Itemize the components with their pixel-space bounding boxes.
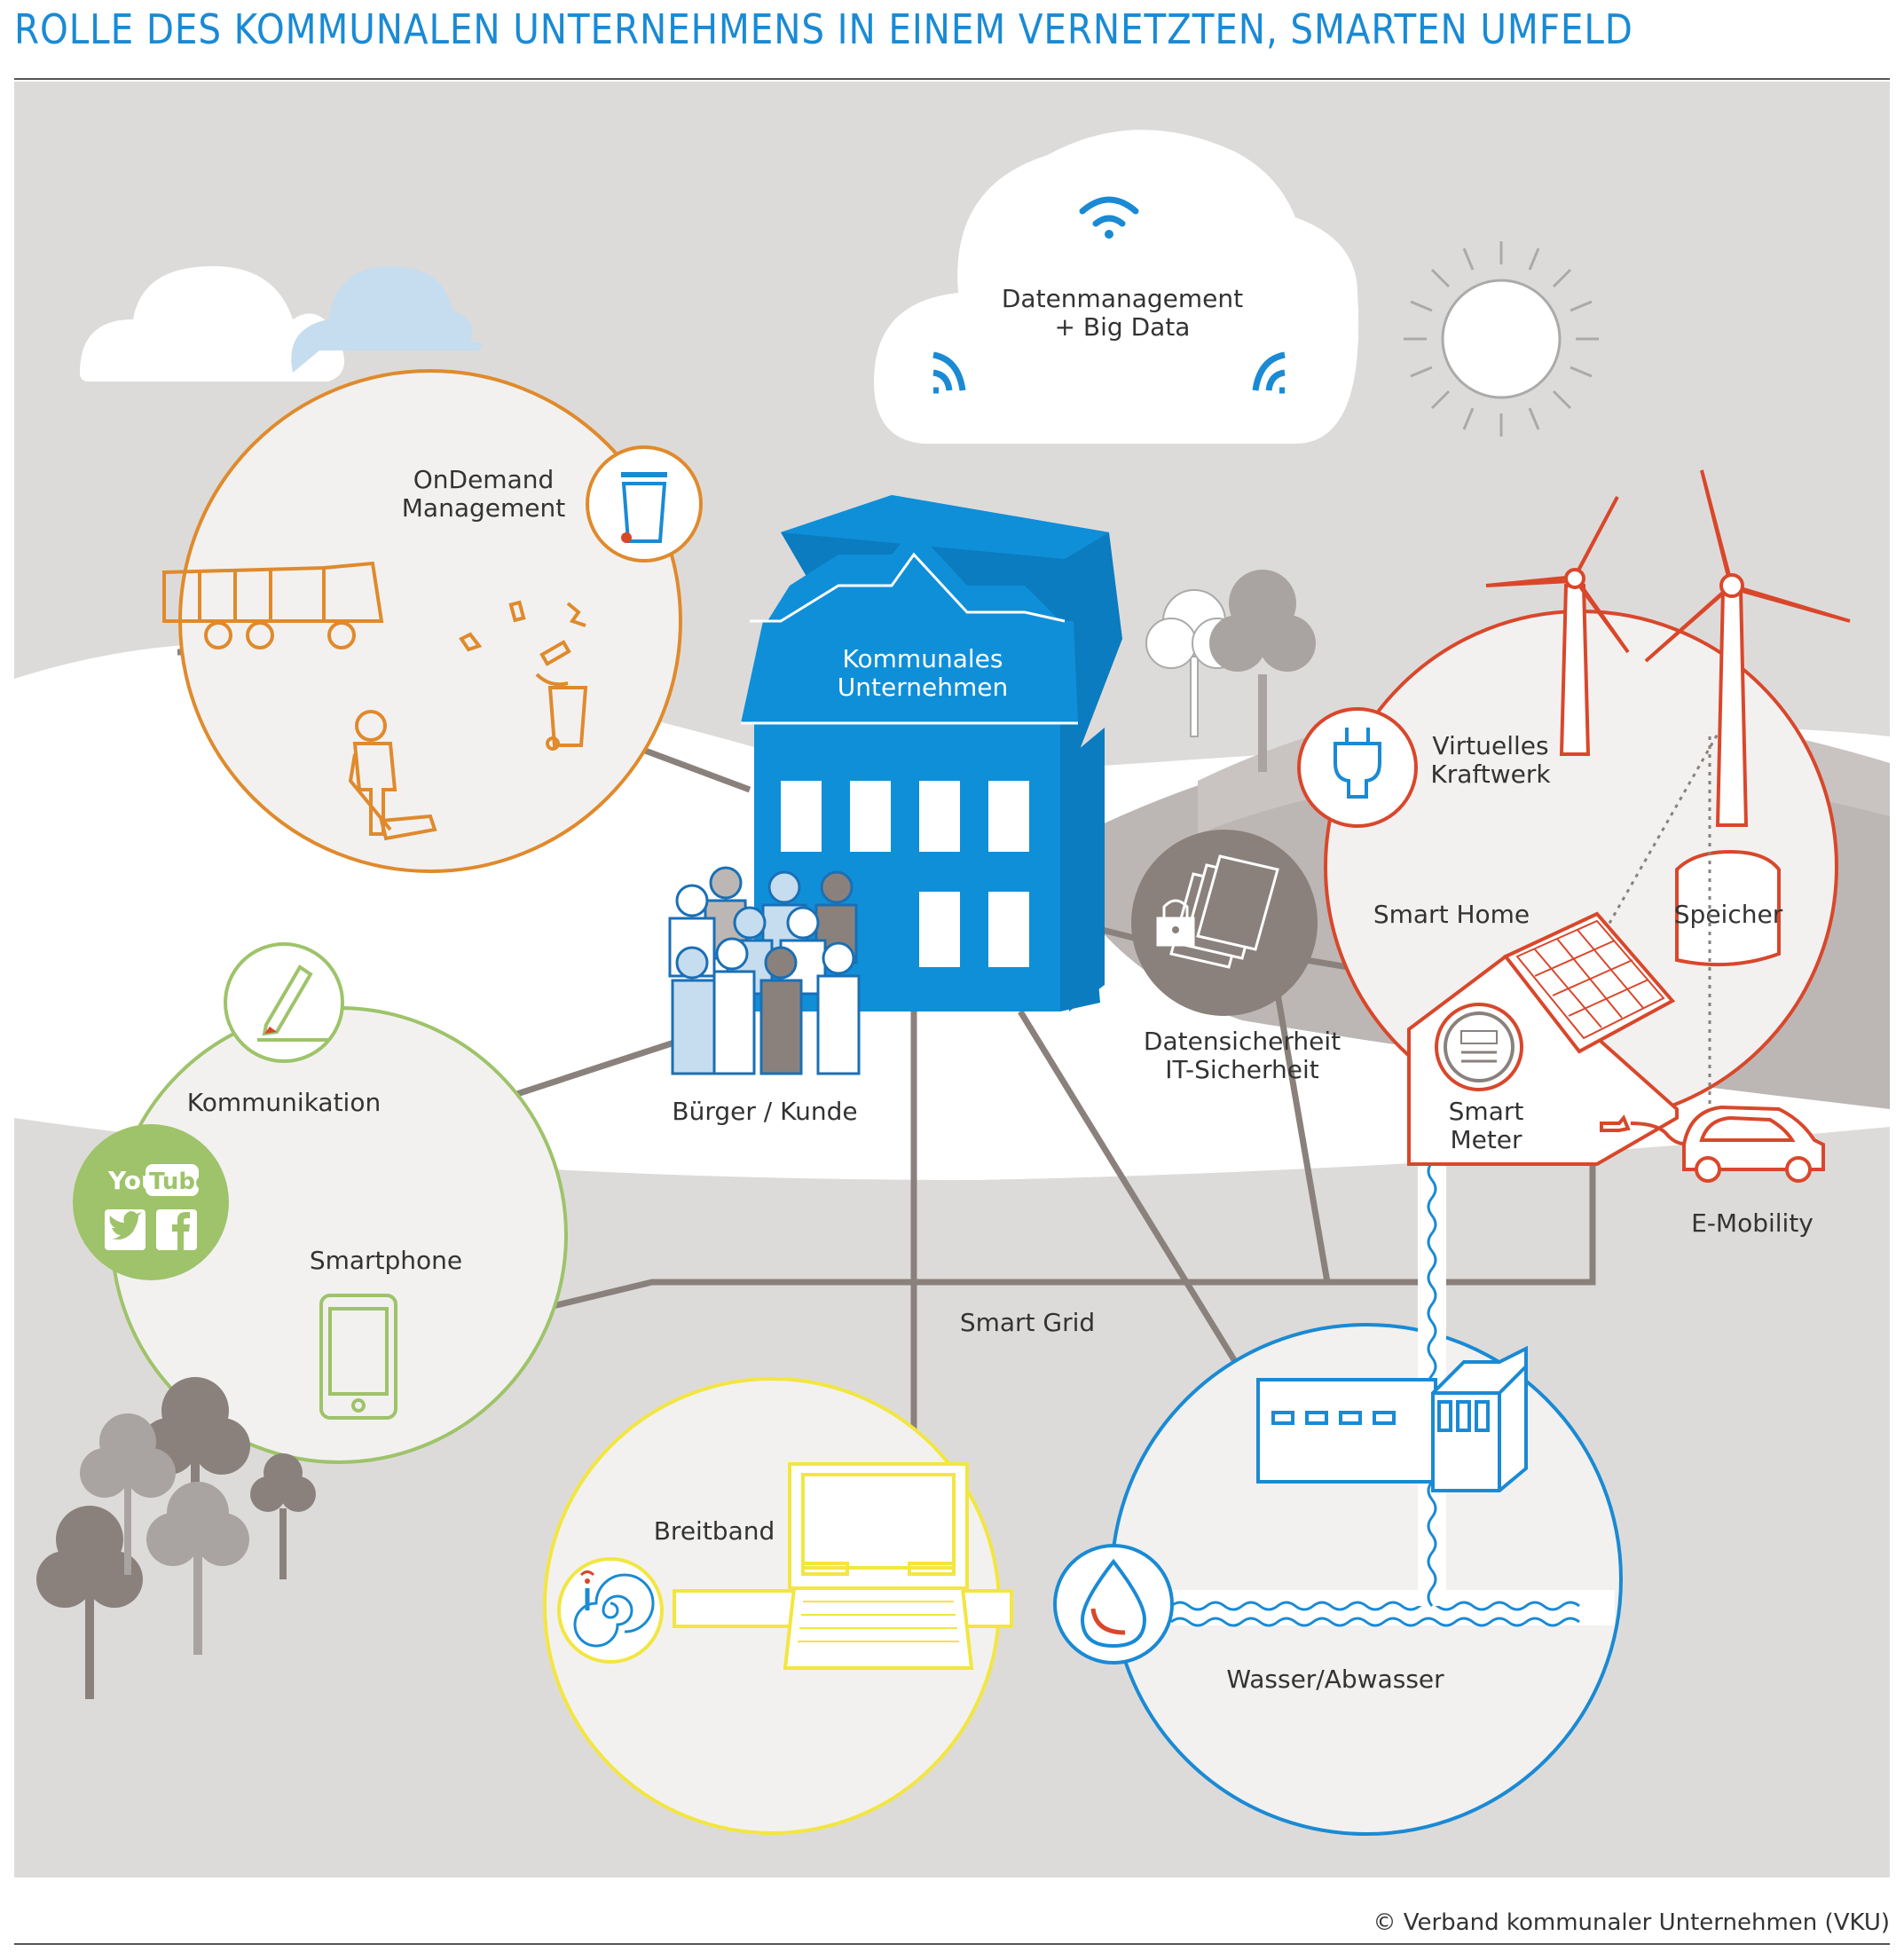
laptop-icon [783, 1462, 974, 1670]
garbage-truck-icon [162, 561, 384, 649]
smartphone-label: Smartphone [310, 1246, 462, 1275]
wifi-icon-right [1252, 351, 1286, 394]
kommunikation-label: Kommunikation [187, 1088, 381, 1117]
youtube-tube-text: Tube [149, 1169, 211, 1195]
kommunales-label-line2: Unternehmen [838, 673, 1008, 702]
storage-icon: Speicher [1674, 849, 1783, 967]
page-title: ROLLE DES KOMMUNALEN UNTERNEHMENS IN EIN… [14, 5, 1633, 53]
kommunales-label-line1: Kommunales [843, 644, 1003, 673]
plug-icon [1297, 707, 1418, 828]
wasser-label: Wasser/Abwasser [1226, 1665, 1444, 1694]
car-icon [1682, 1105, 1825, 1183]
wifi-icon-left [932, 351, 966, 394]
water-plant-icon [1256, 1345, 1528, 1492]
twitter-icon [105, 1209, 146, 1250]
smart-meter-label-line2: Meter [1450, 1125, 1522, 1154]
sun-icon [1404, 241, 1599, 437]
fiber-coil-icon [557, 1557, 664, 1664]
copyright: © Verband kommunaler Unternehmen (VKU) [1373, 1909, 1890, 1936]
street-sweeper-icon [348, 710, 437, 841]
water-drop-icon [1053, 1544, 1174, 1665]
buerger-label: Bürger / Kunde [672, 1097, 857, 1126]
datensicherheit-label-line1: Datensicherheit [1144, 1027, 1341, 1056]
social-media-icons: You Tube [73, 1124, 229, 1280]
smart-meter-label-line1: Smart [1449, 1097, 1524, 1126]
smart-meter-icon [1435, 1003, 1523, 1091]
footer-divider [14, 1943, 1890, 1945]
ondemand-label-line2: Management [402, 493, 565, 523]
small-clouds [80, 266, 483, 382]
wasser-circle: Wasser/Abwasser [1053, 1158, 1623, 1836]
citizens-group-icon [668, 866, 861, 1075]
wind-turbine-icons [1485, 469, 1851, 827]
smart-home-label: Smart Home [1373, 900, 1530, 929]
trees [36, 570, 1316, 1699]
kommunikation-circle: Kommunikation Smartphone You Tube [73, 942, 568, 1464]
cloud-label-line1: Datenmanagement [1002, 284, 1243, 313]
virtuelles-label-line2: Kraftwerk [1430, 760, 1551, 789]
smartphone-icon [319, 1294, 397, 1420]
smart-grid-label: Smart Grid [960, 1308, 1095, 1337]
cloud-label-line2: + Big Data [1055, 312, 1191, 342]
trash-icons [459, 600, 588, 751]
smart-home-house-icon: Smart Meter [1407, 911, 1696, 1166]
virtuelles-label-line1: Virtuelles [1432, 731, 1548, 760]
facebook-icon [156, 1209, 197, 1250]
breitband-label: Breitband [654, 1516, 775, 1546]
wifi-icon-top [1079, 196, 1139, 239]
speicher-label: Speicher [1674, 900, 1783, 929]
waste-bin-icon [586, 445, 703, 563]
breitband-circle: Breitband [543, 1377, 1013, 1835]
solar-panel [1515, 919, 1665, 1040]
datensicherheit-icon [1131, 830, 1318, 1016]
datensicherheit-label-line2: IT-Sicherheit [1165, 1055, 1319, 1084]
ondemand-label-line1: OnDemand [413, 465, 555, 494]
data-cloud: Datenmanagement + Big Data [874, 130, 1359, 444]
title-divider [14, 78, 1890, 80]
ondemand-circle: OnDemand Management [162, 369, 703, 873]
emobility-label: E-Mobility [1691, 1208, 1814, 1238]
pen-icon [224, 942, 344, 1063]
